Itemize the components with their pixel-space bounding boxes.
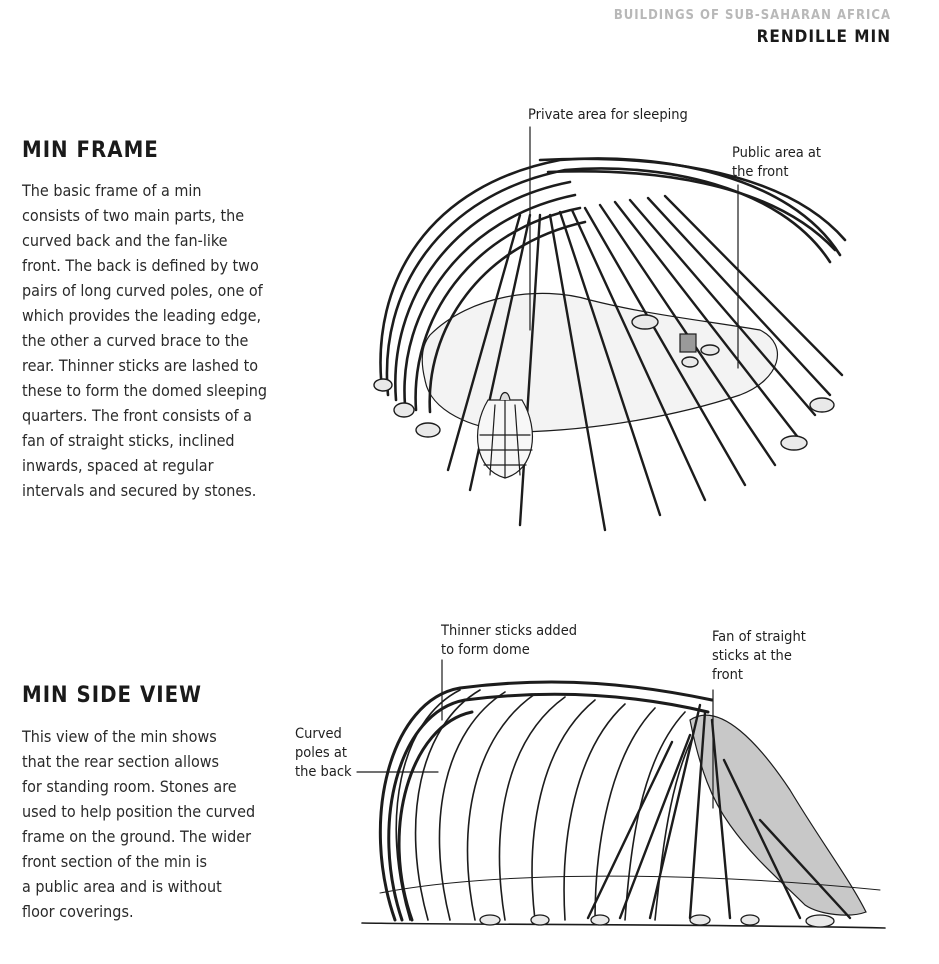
front-covering	[689, 714, 867, 916]
label-line: Fan of straight	[712, 629, 806, 645]
label-line: poles at	[295, 745, 347, 761]
min-side-illustration	[356, 659, 886, 929]
label-line: Public area at	[732, 145, 822, 161]
text-line: inwards, spaced at regular	[22, 456, 214, 475]
text-line: fan of straight sticks, inclined	[22, 431, 235, 450]
net-bag	[476, 391, 534, 479]
label-curved-poles: Curved poles at the back	[295, 725, 352, 782]
label-line: Thinner sticks added	[441, 623, 578, 639]
header-title: RENDILLE MIN	[756, 27, 891, 47]
text-line: intervals and secured by stones.	[22, 481, 257, 500]
text-line: these to form the domed sleeping	[22, 381, 268, 400]
text-line: a public area and is without	[22, 877, 222, 896]
text-line: floor coverings.	[22, 902, 134, 921]
label-line: Private area for sleeping	[528, 107, 688, 123]
label-line: to form dome	[441, 642, 530, 658]
label-line: sticks at the	[712, 648, 792, 664]
min-side-view-text: This view of the min shows that the rear…	[22, 724, 255, 924]
min-frame-illustration	[373, 126, 847, 532]
label-line: the back	[295, 764, 352, 780]
text-line: rear. Thinner sticks are lashed to	[22, 356, 259, 375]
label-fan-of-sticks: Fan of straight sticks at the front	[712, 628, 806, 685]
text-line: consists of two main parts, the	[22, 206, 245, 225]
header-series: BUILDINGS OF SUB-SAHARAN AFRICA	[613, 8, 891, 23]
text-line: front. The back is defined by two	[22, 256, 259, 275]
text-line: the other a curved brace to the	[22, 331, 249, 350]
label-public-area: Public area at the front	[732, 144, 821, 182]
label-line: the front	[732, 164, 789, 180]
text-line: curved back and the fan-like	[22, 231, 228, 250]
text-line: for standing room. Stones are	[22, 777, 237, 796]
label-line: front	[712, 667, 743, 683]
text-line: quarters. The front consists of a	[22, 406, 252, 425]
label-line: Curved	[295, 726, 342, 742]
text-line: which provides the leading edge,	[22, 306, 262, 325]
text-line: frame on the ground. The wider	[22, 827, 252, 846]
floor-covering	[421, 292, 778, 433]
text-line: that the rear section allows	[22, 752, 220, 771]
text-line: pairs of long curved poles, one of	[22, 281, 263, 300]
text-line: front section of the min is	[22, 852, 208, 871]
text-line: The basic frame of a min	[22, 181, 202, 200]
min-frame-text: The basic frame of a min consists of two…	[22, 178, 267, 503]
label-thinner-sticks: Thinner sticks added to form dome	[441, 622, 577, 660]
min-side-view-title: MIN SIDE VIEW	[22, 683, 203, 708]
min-frame-title: MIN FRAME	[22, 138, 159, 163]
label-private-area: Private area for sleeping	[528, 106, 688, 125]
text-line: used to help position the curved	[22, 802, 256, 821]
text-line: This view of the min shows	[22, 727, 217, 746]
